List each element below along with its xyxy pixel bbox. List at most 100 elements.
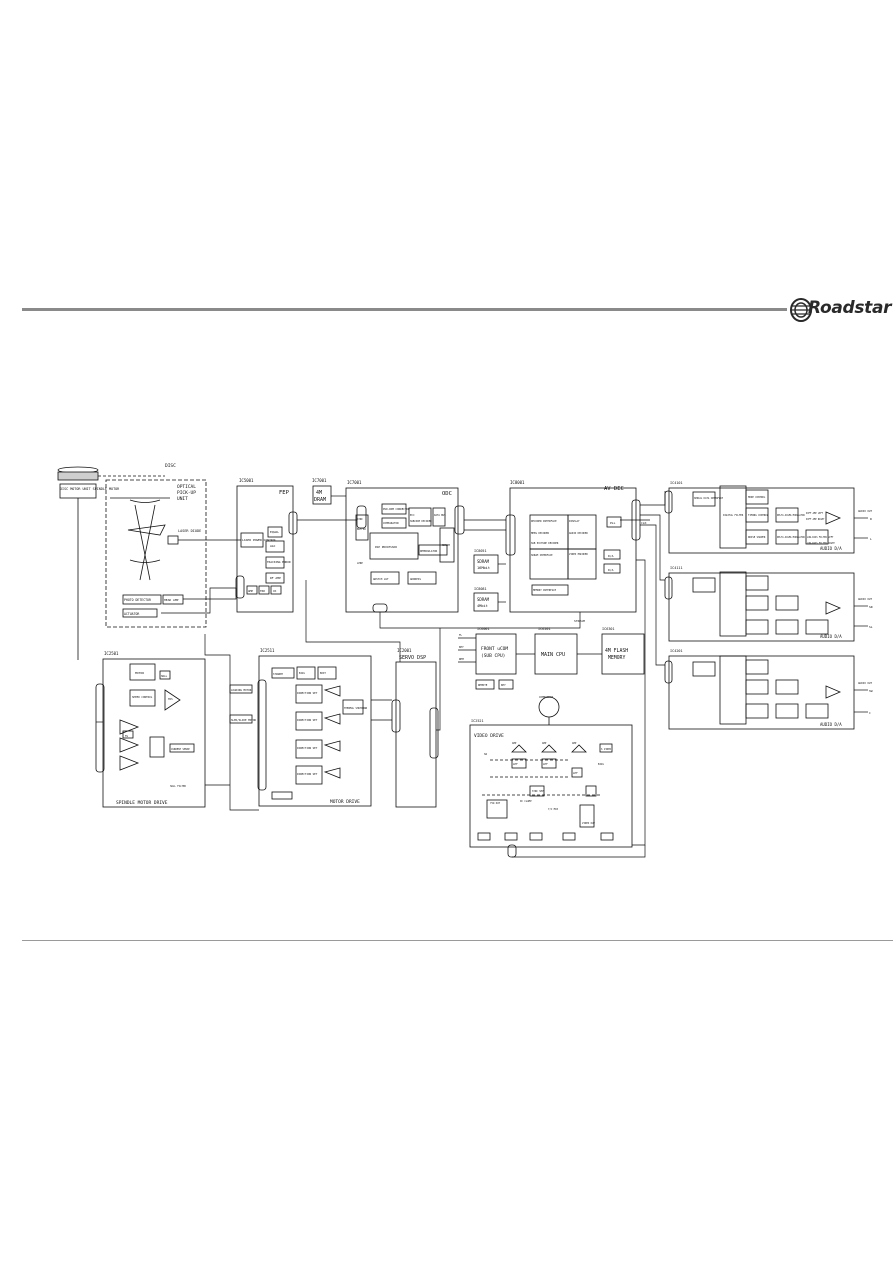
- audio2-name: AUDIO D/A: [820, 634, 842, 639]
- audio2-ch0: SR: [869, 605, 873, 609]
- front-in2: REM: [459, 657, 464, 661]
- fep-rf: RF AMP: [270, 576, 281, 580]
- motordrive-standby: STANDBY: [273, 673, 284, 676]
- odc-b8: BUFFER: [357, 528, 366, 531]
- avdec-r3: SUB PICTURE DECODER: [531, 542, 559, 545]
- audio2-ch1: SL: [869, 625, 873, 629]
- fep-name: FEP: [279, 490, 290, 496]
- audio1-out: AUDIO OUT: [858, 509, 872, 513]
- flash-name1: 4M FLASH: [605, 648, 628, 654]
- fep-agc: AGC: [270, 544, 276, 548]
- audio3-out: AUDIO OUT: [858, 681, 872, 685]
- motordrive-label0: LOADING MOTOR: [231, 688, 252, 692]
- video-misc5: BIAS: [598, 763, 604, 766]
- motordrive-ref: IC2511: [260, 648, 275, 653]
- signal-wiring: [96, 491, 868, 858]
- odc-b7: DEMODULATOR: [420, 549, 438, 553]
- video-misc3: VIDEO OUT: [582, 822, 596, 825]
- audio-lpf2: LOW-PASS FILTER RIGHT: [807, 542, 835, 545]
- audio-mode: MODE CONTROL: [748, 496, 766, 499]
- brand-name: Roadstar: [808, 298, 892, 318]
- audio2-ref: IC4111: [670, 566, 683, 570]
- odc-b6: SDRAM: [442, 543, 450, 547]
- pickup-title1: OPTICAL: [177, 484, 196, 490]
- footer-rule: [22, 940, 893, 941]
- spindle-hall: HALL: [161, 674, 168, 678]
- spindle-drive-block: [95, 658, 206, 808]
- motordrive-name: MOTOR DRIVE: [330, 799, 360, 805]
- odc-b2: ECC: [410, 513, 415, 517]
- odc-b12: LPRE: [357, 562, 363, 565]
- roadstar-logo: [790, 298, 812, 322]
- motordrive-thermal: THERMAL SHUTDOWN: [344, 707, 368, 710]
- fep-sub-3: CK: [273, 589, 277, 593]
- audio2-out: AUDIO OUT: [858, 597, 872, 601]
- dram-block: [312, 485, 332, 505]
- odc-name: ODC: [442, 491, 452, 497]
- front-name1: FRONT uCOM: [481, 646, 508, 652]
- audio-delta1: DELTA-SIGMA MODULATOR: [777, 514, 805, 517]
- pickup-title3: UNIT: [177, 496, 188, 502]
- fep-sub-2: TRK: [260, 589, 265, 593]
- flash-name2: MEMORY: [608, 655, 625, 661]
- audio-da-1: [664, 485, 855, 554]
- video-lpf1: LPF: [543, 762, 548, 766]
- audio3-ref: IC4201: [670, 649, 683, 653]
- video-lpf0: LPF: [513, 762, 518, 766]
- photo-detector-label: PHOTO DETECTOR: [124, 598, 151, 602]
- audio-serial: SERIAL DATA INTERFACE: [694, 497, 724, 500]
- servo-name: SERVO DSP: [399, 655, 426, 661]
- avdec-name: AV DEC: [604, 486, 624, 492]
- avdec-clk: CLK: [641, 521, 647, 525]
- odc-b5: DSP PROCESSOR: [375, 545, 397, 549]
- motordrive-boot: BOOT: [320, 672, 326, 675]
- sdram-4m-block: [473, 592, 499, 612]
- spindle-current: CURRENT SENSE: [171, 748, 190, 751]
- video-component: COMPONENT: [539, 695, 553, 699]
- sdram2-ref: IC8081: [474, 587, 487, 591]
- fep-ref: IC5001: [239, 478, 254, 483]
- audio-delta2: DELTA-SIGMA MODULATOR: [777, 536, 805, 539]
- video-amp1: AMP: [542, 742, 547, 745]
- actuator-label: ACTUATOR: [124, 612, 139, 616]
- motordrive-ch0: DIRECTION SET: [297, 691, 318, 695]
- servo-dsp-block: [391, 661, 439, 808]
- odc-block: [345, 487, 465, 613]
- audio3-ch1: C: [869, 711, 871, 715]
- audio3-name: AUDIO D/A: [820, 722, 842, 727]
- spindle-osc: TRS: [168, 697, 173, 701]
- flash-memory-block: [601, 633, 645, 675]
- sdram1-name1: SDRAM: [477, 559, 490, 564]
- front-ref: IC6001: [477, 627, 490, 631]
- fep-tracking: TRACKING ERROR: [267, 560, 291, 564]
- video-amp2: AMP: [572, 742, 577, 745]
- fep-block: [235, 485, 298, 613]
- avdec-r4: AUDIO DECODER: [569, 532, 588, 535]
- odc-b10: SYNC: [357, 518, 363, 521]
- dram-name1: 4M: [316, 490, 322, 496]
- front-name2: (SUB CPU): [481, 653, 505, 659]
- audio-da-2: [664, 571, 855, 642]
- cpu-ref: IC6201: [538, 627, 551, 631]
- spindle-motor: MOTOR: [135, 671, 144, 675]
- spindle-ref: IC2501: [104, 651, 119, 656]
- odc-ref: IC7001: [347, 480, 362, 485]
- motordrive-ch3: DIRECTION SET: [297, 772, 318, 776]
- odc-b9: ADDRESS: [410, 577, 421, 581]
- front-key: KEY: [501, 683, 506, 687]
- odc-b1: COMPARATOR: [383, 521, 399, 525]
- sdram-16m-block: [473, 554, 499, 574]
- pickup-title2: PICK-UP: [177, 490, 196, 496]
- odc-b11: ARSTCH LUT: [373, 577, 389, 581]
- audio-amp2: DIFF AMP RIGHT: [806, 518, 825, 521]
- av-decoder-block: [505, 487, 641, 613]
- avdec-r1: DISPLAY: [569, 519, 580, 523]
- sdram1-ref: IC8051: [474, 549, 487, 553]
- audio1-ch1: L: [870, 537, 872, 541]
- audio-amp: DIFF AMP LEFT: [806, 512, 824, 515]
- video-misc0: 75Ω OUT: [490, 802, 501, 805]
- avdec-r2: MPEG DECODER: [531, 531, 550, 535]
- odc-b0: DVD-ROM CORRECTOR: [383, 507, 410, 511]
- video-name: VIDEO DRIVE: [474, 733, 504, 739]
- front-remote: REMOTE: [478, 683, 488, 687]
